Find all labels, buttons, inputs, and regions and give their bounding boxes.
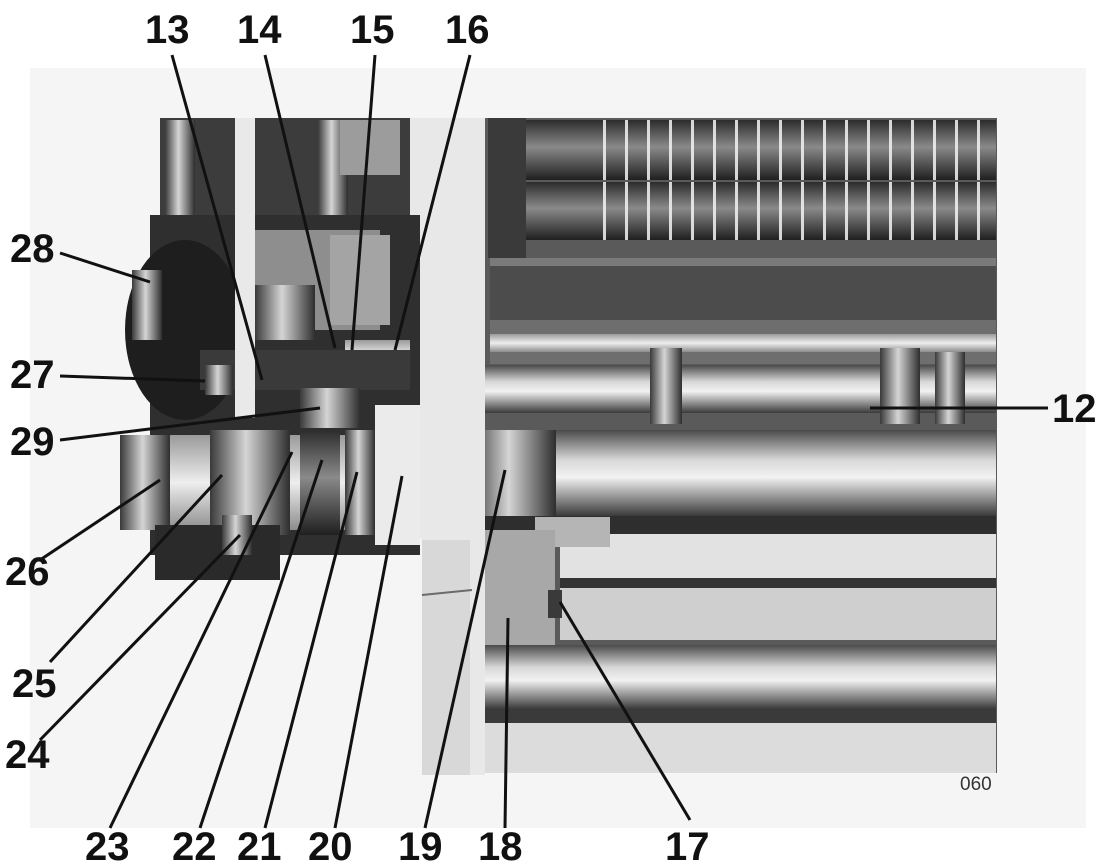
bottom-gap xyxy=(470,709,996,723)
callout-29: 29 xyxy=(10,420,55,464)
leader-27 xyxy=(59,374,206,383)
roller-collar-c xyxy=(935,352,965,424)
ring-21 xyxy=(345,430,375,535)
shaft-26-end xyxy=(120,435,170,530)
callout-23: 23 xyxy=(85,825,130,867)
callout-13: 13 xyxy=(145,8,190,52)
callout-24: 24 xyxy=(5,733,50,777)
frame-seam xyxy=(421,589,473,596)
vertical-rod-13 xyxy=(235,118,255,418)
bracket-screw-17 xyxy=(548,590,562,618)
lower-plate xyxy=(560,534,996,578)
callout-19: 19 xyxy=(398,825,443,867)
tray-edge xyxy=(490,258,996,266)
leader-21 xyxy=(263,471,359,829)
callout-15: 15 xyxy=(350,8,395,52)
leader-22 xyxy=(198,459,324,829)
callout-27: 27 xyxy=(10,353,55,397)
callout-17: 17 xyxy=(665,825,710,867)
gear-27-hub xyxy=(205,365,233,395)
lower-plate-shadow xyxy=(560,578,996,588)
leader-15 xyxy=(350,54,377,351)
roller-19 xyxy=(470,430,996,516)
callout-18: 18 xyxy=(478,825,523,867)
leader-25 xyxy=(48,473,224,664)
second-roller-ribs xyxy=(590,182,996,240)
bracket-18 xyxy=(475,530,555,650)
leader-23 xyxy=(108,451,294,829)
leader-28 xyxy=(59,251,151,284)
roller-end-plate xyxy=(488,118,526,258)
callout-14: 14 xyxy=(237,8,282,52)
leader-26 xyxy=(39,478,161,562)
roller-collar-a xyxy=(650,348,682,424)
plate-20 xyxy=(375,405,420,545)
callout-16: 16 xyxy=(445,8,490,52)
figure-code: 060 xyxy=(960,774,992,795)
roller-collar-b xyxy=(880,348,920,424)
callout-25: 25 xyxy=(12,662,57,706)
callout-20: 20 xyxy=(308,825,353,867)
upper-hub-left xyxy=(165,120,195,215)
callout-21: 21 xyxy=(237,825,282,867)
bottom-plate xyxy=(470,723,996,773)
callout-28: 28 xyxy=(10,227,55,271)
mid-hub xyxy=(255,285,315,340)
top-roller-ribs xyxy=(590,120,996,180)
lower-gear-housing xyxy=(155,525,280,580)
leader-29 xyxy=(59,406,321,442)
leader-16 xyxy=(393,54,472,351)
callout-12: 12 xyxy=(1052,387,1097,431)
leader-19 xyxy=(423,469,507,829)
leader-14 xyxy=(263,54,337,349)
leader-24 xyxy=(38,533,242,742)
leader-20 xyxy=(333,475,404,829)
callout-26: 26 xyxy=(5,550,50,594)
callout-labels: 13 14 15 16 28 27 29 26 25 24 23 22 21 2… xyxy=(5,8,1097,867)
bottom-roller xyxy=(470,645,996,709)
tray-band xyxy=(490,258,996,320)
upper-shaft xyxy=(490,334,996,352)
ring-22 xyxy=(300,430,340,535)
feed-plate xyxy=(560,588,996,640)
callout-22: 22 xyxy=(172,825,217,867)
leader-13 xyxy=(170,54,264,381)
leader-17 xyxy=(558,601,692,821)
leader-lines xyxy=(38,54,1048,829)
machine-photo xyxy=(30,68,1086,828)
leader-18 xyxy=(503,617,510,829)
